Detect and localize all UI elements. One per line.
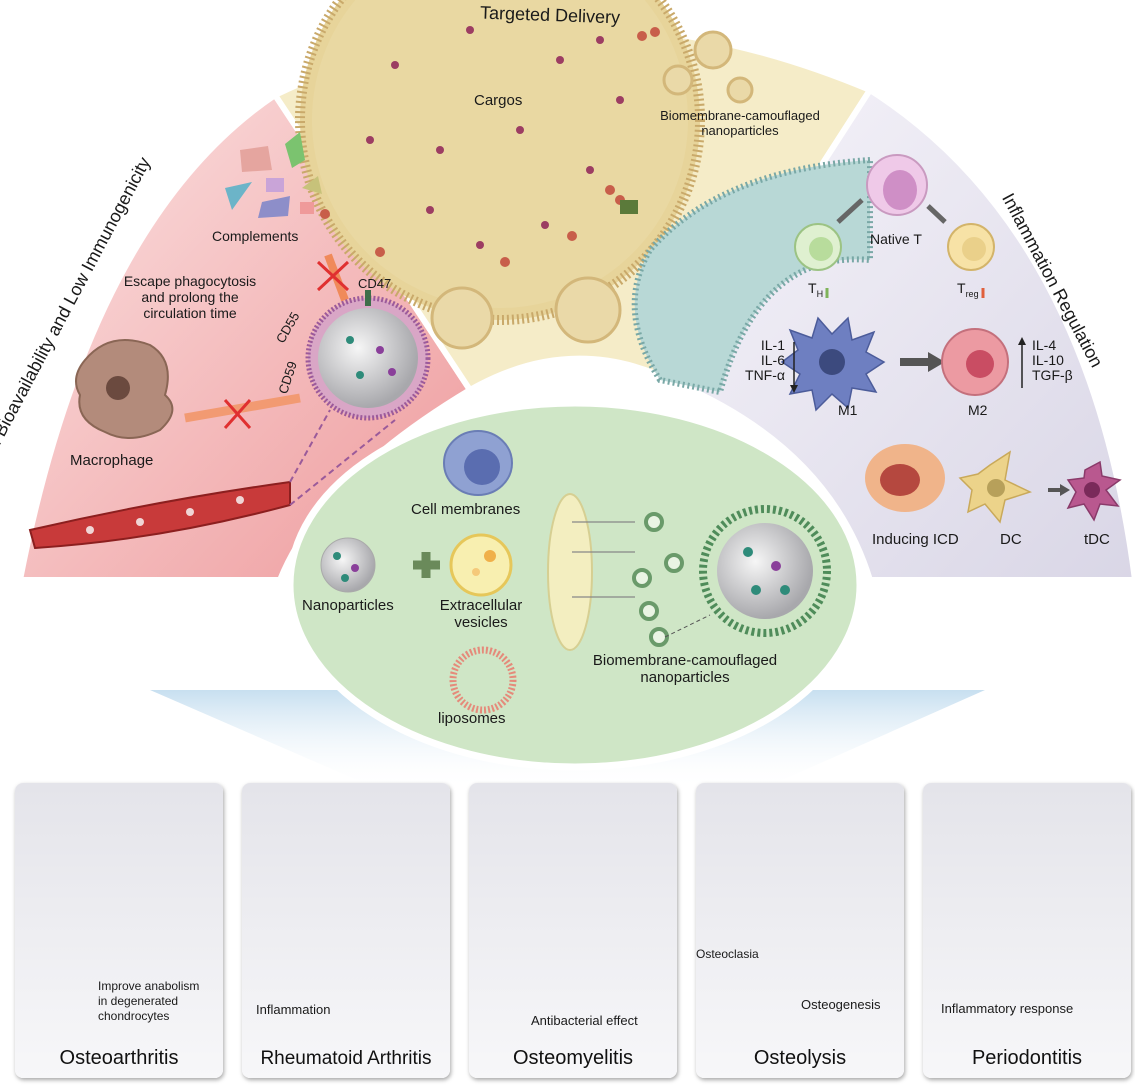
zoom-line <box>664 614 711 638</box>
card-title-osteomyelitis: Osteomyelitis <box>512 1047 634 1069</box>
cytokine-il1: IL-1 <box>760 337 785 353</box>
extrusion-arrows <box>572 521 635 598</box>
treg-main: T <box>957 280 966 296</box>
card-osteoarthritis: Improve anabolism in degenerated chondro… <box>15 783 223 1078</box>
extruder-membrane <box>547 493 593 651</box>
m1-cytokines: IL-1 IL-6 TNF-α <box>735 338 785 383</box>
oa-note-line3: chondrocytes <box>98 1009 170 1023</box>
treg-label: Treg <box>957 280 979 299</box>
arrowhead-icon <box>790 385 798 393</box>
bmnp-center-label: Biomembrane-camouflaged nanoparticles <box>570 652 800 686</box>
cargo-dots <box>366 26 624 249</box>
cytokine-tnfa: TNF-α <box>745 367 785 383</box>
card-title-osteolysis: Osteolysis <box>753 1047 847 1069</box>
th-cell <box>794 223 842 271</box>
om-note: Antibacterial effect <box>531 1013 638 1028</box>
camouflaged-nanoparticle <box>305 290 431 421</box>
macrophage-label: Macrophage <box>70 452 154 469</box>
small-nanoparticles <box>430 30 754 350</box>
th-main: T <box>808 280 817 296</box>
ev-line1: Extracellular <box>439 597 523 614</box>
card-title-rheumatoid-arthritis: Rheumatoid Arthritis <box>260 1048 432 1069</box>
arrowhead-icon <box>1018 337 1026 345</box>
zoom-lines <box>289 409 396 506</box>
cytokine-il10: IL-10 <box>1032 352 1064 368</box>
arrowhead-icon <box>1060 484 1070 496</box>
cell-membrane-cell <box>443 430 513 496</box>
icd-cluster <box>865 444 945 512</box>
ol-note-osteogenesis: Osteogenesis <box>801 997 881 1012</box>
liposomes-label: liposomes <box>438 710 506 727</box>
card-title-periodontitis: Periodontitis <box>971 1047 1083 1069</box>
oa-note-line2: in degenerated <box>98 994 179 1008</box>
oa-note: Improve anabolism in degenerated chondro… <box>98 979 199 1024</box>
plus-icon <box>413 552 440 578</box>
bmnp-top-line2: nanoparticles <box>701 123 779 138</box>
bmnp-center-line2: nanoparticles <box>640 669 730 686</box>
cytokine-il6: IL-6 <box>760 352 785 368</box>
cytokine-tgfb: TGF-β <box>1032 367 1073 383</box>
escape-text: Escape phagocytosis and prolong the circ… <box>110 273 270 321</box>
treg-cell <box>947 223 995 271</box>
m2-cytokines: IL-4 IL-10 TGF-β <box>1032 338 1073 383</box>
escape-line1: Escape phagocytosis <box>123 273 257 289</box>
macrophage-nucleus <box>106 376 130 400</box>
th-sub: H <box>816 288 824 299</box>
card-osteomyelitis: Antibacterial effect Osteomyelitis <box>469 783 677 1078</box>
card-title-osteoarthritis: Osteoarthritis <box>59 1047 179 1069</box>
extracellular-vesicle <box>449 533 513 597</box>
ol-note-osteoclasia: Osteoclasia <box>696 947 759 961</box>
cell-membranes-label: Cell membranes <box>411 501 521 518</box>
x-mark-icon <box>316 260 350 292</box>
ev-line2: vesicles <box>454 614 508 631</box>
bmnp-center-line1: Biomembrane-camouflaged <box>592 652 778 669</box>
m2-label: M2 <box>968 402 988 418</box>
escape-line3: circulation time <box>143 305 237 321</box>
arrow-to-treg <box>926 204 947 224</box>
bmnp-large <box>699 505 831 637</box>
cd47-label: CD47 <box>358 276 392 291</box>
blood-cells <box>86 496 244 534</box>
ra-note: Inflammation <box>256 1002 331 1017</box>
bmnp-top-line1: Biomembrane-camouflaged <box>660 108 820 123</box>
m1-label: M1 <box>838 402 858 418</box>
bmnp-top-label: Biomembrane-camouflaged nanoparticles <box>640 108 840 138</box>
cytokine-il4: IL-4 <box>1032 337 1057 353</box>
card-rheumatoid-arthritis: Inflammation Rheumatoid Arthritis <box>242 783 450 1078</box>
small-camouflaged-particles <box>632 512 684 647</box>
native-t-label: Native T <box>870 231 922 247</box>
treg-sub: reg <box>965 288 979 299</box>
ev-label: Extracellular vesicles <box>421 597 541 631</box>
cargos-label: Cargos <box>474 92 523 109</box>
icd-label: Inducing ICD <box>872 531 959 548</box>
escape-line2: and prolong the <box>141 289 239 305</box>
nanoparticle-core <box>320 537 376 593</box>
target-cell <box>631 156 873 396</box>
card-periodontitis: Inflammatory response Periodontitis <box>923 783 1131 1078</box>
x-mark-icon <box>223 399 252 429</box>
dc-nucleus <box>987 479 1005 497</box>
card-osteolysis: Osteoclasia Osteogenesis Osteolysis <box>696 783 904 1078</box>
liposome <box>449 646 517 714</box>
m2-nucleus <box>966 350 994 378</box>
receptor-ligand <box>320 27 660 267</box>
tdc-nucleus <box>1084 482 1100 498</box>
tdc-label: tDC <box>1084 531 1110 548</box>
nanoparticles-label: Nanoparticles <box>302 597 394 614</box>
pd-note: Inflammatory response <box>941 1001 1074 1016</box>
m1-nucleus <box>819 349 845 375</box>
th-label: TH <box>808 280 823 299</box>
native-t-cell <box>866 154 928 216</box>
large-cell <box>295 0 705 325</box>
oa-note-line1: Improve anabolism <box>98 979 200 993</box>
complement-shapes <box>225 132 322 218</box>
arrow-to-th <box>836 198 864 224</box>
dc-label: DC <box>1000 531 1022 548</box>
arrowhead-icon <box>928 352 945 372</box>
complements-label: Complements <box>212 228 299 244</box>
